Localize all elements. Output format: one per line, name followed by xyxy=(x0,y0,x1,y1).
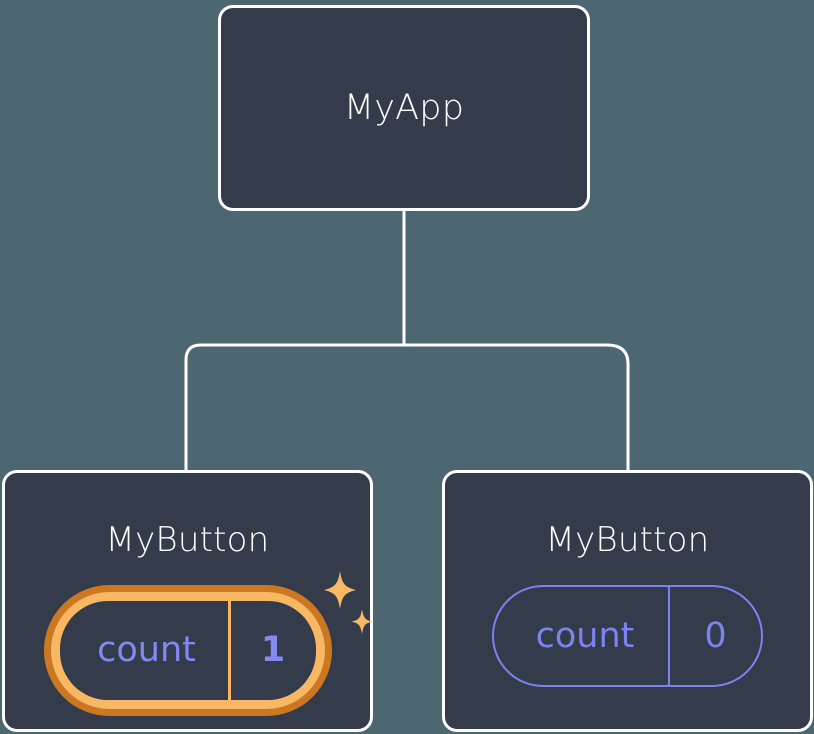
node-mybutton-left-title: MyButton xyxy=(105,520,270,560)
sparkle-small-icon xyxy=(350,609,373,635)
state-pill-left-value: 1 xyxy=(227,601,316,700)
state-pill-right-value: 0 xyxy=(668,587,761,685)
state-pill-right-wrap: count 0 xyxy=(492,585,763,687)
node-myapp-title: MyApp xyxy=(343,87,465,128)
state-pill-left-inner: count 1 xyxy=(59,601,316,700)
state-pill-right-key: count xyxy=(535,615,635,656)
node-mybutton-left[interactable]: MyButton count 1 xyxy=(2,470,373,732)
state-pill-left-key: count xyxy=(97,630,196,670)
node-myapp[interactable]: MyApp xyxy=(218,5,590,211)
node-mybutton-right[interactable]: MyButton count 0 xyxy=(442,470,813,732)
state-pill-right[interactable]: count 0 xyxy=(492,585,763,687)
state-pill-left[interactable]: count 1 xyxy=(43,585,332,716)
sparkle-large-icon xyxy=(323,571,356,609)
state-pill-left-wrap: count 1 xyxy=(43,571,373,716)
node-mybutton-right-title: MyButton xyxy=(545,520,710,560)
edge-root-to-children xyxy=(184,343,630,470)
